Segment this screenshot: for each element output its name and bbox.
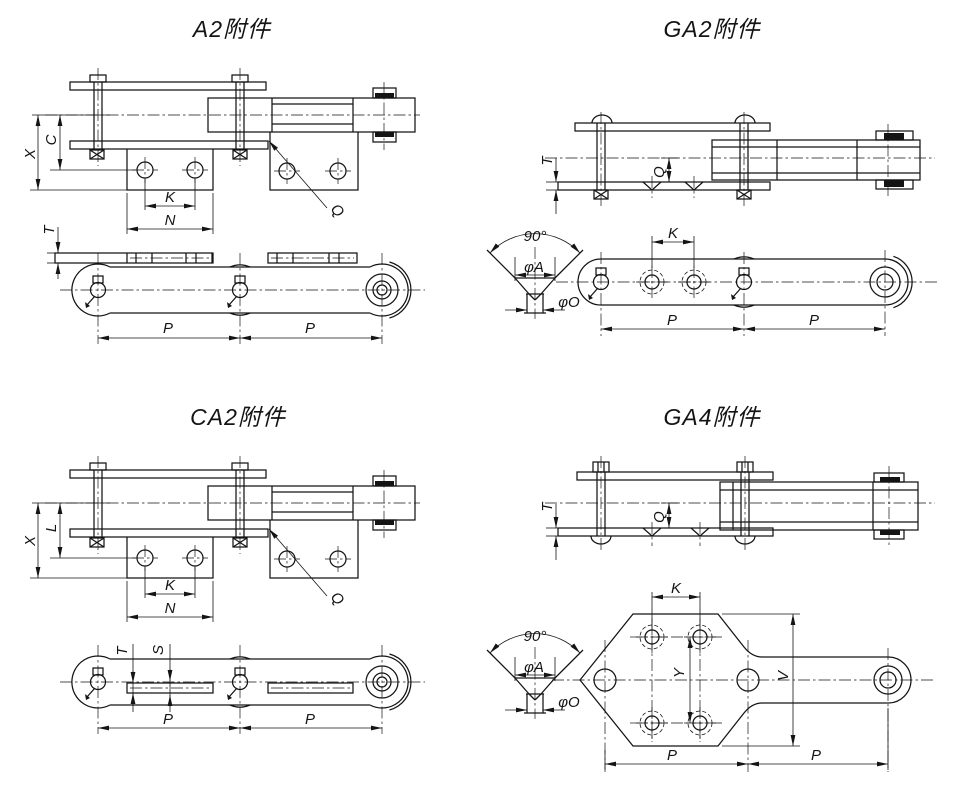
ga4-dim-v: V [775,669,792,681]
ca2-side-dimensions: X L K N Q [22,502,348,622]
a2-dim-n: N [165,212,176,229]
a2-view: A2附件 [22,16,425,344]
ca2-dim-t: T [114,645,131,656]
ga4-plan-dimensions: K Y V P P 90° φA φO [524,580,889,770]
ga2-dim-p-left: P [667,312,677,329]
ga2-side-dimensions: T Q [539,155,678,214]
ga2-dim-q: Q [651,166,668,178]
ga4-side-dimensions: T Q [539,501,678,560]
ga2-plan-dimensions: K P P 90° φA φO [524,225,885,332]
ga4-dim-p-left: P [667,747,677,764]
a2-dim-q: Q [327,201,348,222]
ga4-dim-k: K [671,580,682,597]
ga2-dim-t: T [539,155,556,166]
ga4-view: GA4附件 [487,404,935,772]
ga2-dim-k: K [668,225,679,242]
a2-title: A2附件 [191,16,272,42]
ga2-countersink-dia-top: φA [524,259,544,276]
ga2-view: GA2附件 [487,16,938,336]
ca2-dim-s: S [150,645,167,655]
a2-plan-dimensions: T P P [41,224,382,341]
a2-side-view [45,68,420,191]
ga4-dim-q: Q [651,511,668,523]
ca2-dim-q: Q [327,589,348,610]
ca2-dim-p-left: P [163,711,173,728]
ga4-dim-p-right: P [811,747,821,764]
ga2-countersink-angle: 90° [524,228,547,245]
ca2-side-view [45,456,420,579]
ga4-title: GA4附件 [663,404,761,430]
ga4-dim-t: T [539,501,556,512]
ga4-dim-y: Y [671,667,688,678]
ca2-dim-l: L [43,524,60,532]
a2-dim-x: X [22,148,39,160]
ga2-plan-view [487,234,938,336]
ga2-countersink-dia-hole: φO [558,294,580,311]
ga2-dim-p-right: P [809,312,819,329]
ca2-dim-x: X [22,535,39,547]
ga4-countersink-dia-top: φA [524,659,544,676]
ca2-dim-k: K [165,577,176,594]
ca2-dim-p-right: P [305,711,315,728]
ca2-plan-view [60,645,425,734]
a2-side-dimensions: X C K N Q [22,114,348,234]
ca2-plan-dimensions: T S P P [98,644,382,731]
a2-plan-view [54,252,425,344]
ca2-dim-n: N [165,600,176,617]
ga4-countersink-angle: 90° [524,628,547,645]
a2-dim-c: C [43,134,60,145]
ga2-side-view [545,112,935,207]
a2-dim-p-right: P [305,320,315,337]
ca2-view: CA2附件 [22,404,425,734]
ga2-title: GA2附件 [663,16,761,42]
ga4-plan-view [487,613,933,772]
ca2-title: CA2附件 [190,404,287,430]
ga4-countersink-dia-hole: φO [558,694,580,711]
a2-dim-t: T [41,224,58,235]
a2-dim-k: K [165,189,176,206]
ga4-side-view [545,456,935,550]
a2-dim-p-left: P [163,320,173,337]
